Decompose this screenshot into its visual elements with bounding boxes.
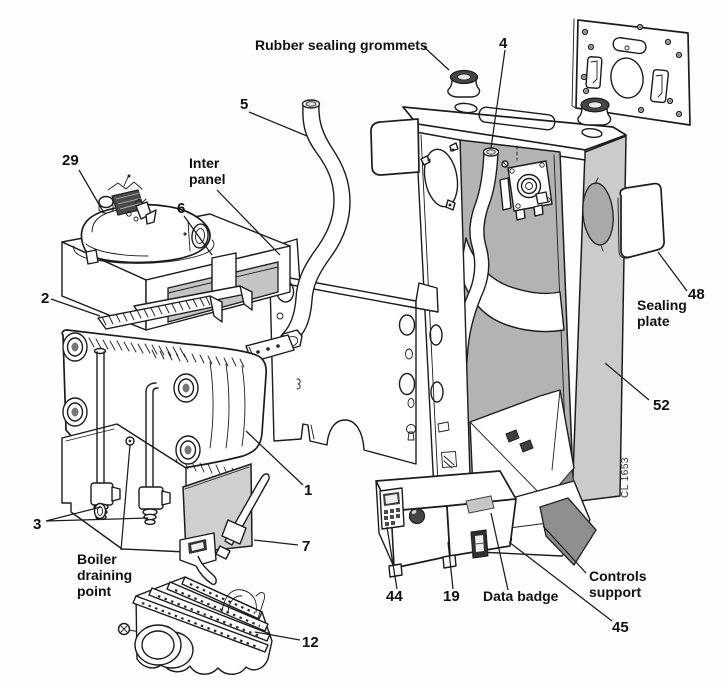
label-sealing-plate-line2: plate [637, 313, 670, 329]
igniter-rod [215, 473, 270, 560]
callout-48: 48 [688, 286, 705, 303]
drain-point-fitting [125, 436, 135, 446]
callout-7: 7 [302, 538, 310, 555]
rear-mounting-plate [571, 18, 691, 126]
plate-screw-holes [580, 23, 683, 118]
callout-5: 5 [240, 96, 248, 113]
callout-6: 6 [177, 200, 185, 217]
rubber-grommet-right [577, 97, 612, 126]
controls-box [375, 470, 517, 578]
callout-12: 12 [302, 634, 319, 651]
callout-44: 44 [386, 588, 403, 605]
control-display [379, 487, 405, 530]
drain-bracket [179, 532, 217, 586]
fan-motor [85, 174, 157, 265]
callout-1: 1 [304, 482, 312, 499]
callout-4: 4 [499, 35, 508, 52]
callout-3: 3 [33, 516, 41, 533]
rubber-grommet-left [447, 69, 481, 98]
label-inter-panel-line1: Inter [189, 155, 220, 171]
callout-19: 19 [443, 588, 460, 605]
butterfly-clips [420, 142, 459, 211]
labels: Rubber sealing grommets 4 5 29 Inter pan… [33, 35, 705, 651]
drain-pipes [90, 347, 171, 526]
callout-52: 52 [653, 397, 670, 414]
rocker-switch [470, 529, 489, 559]
label-sealing-plate-line1: Sealing [637, 297, 687, 313]
cover-strips [97, 285, 253, 330]
gas-valve [499, 145, 553, 221]
callout-2: 2 [41, 290, 49, 307]
label-controls-support-line2: support [589, 584, 641, 600]
label-boiler-drain-line2: draining [77, 567, 132, 583]
burner-end-caps [134, 589, 265, 669]
control-knob [408, 507, 426, 525]
drawing-reference-number: CL 1653 [620, 457, 631, 498]
burner-assembly [117, 576, 273, 675]
label-boiler-drain-line3: point [77, 583, 112, 599]
bottom-duct [539, 497, 597, 566]
outer-case [370, 102, 627, 566]
inter-panel [266, 238, 439, 465]
sealing-plate [617, 182, 665, 259]
label-data-badge: Data badge [483, 588, 559, 604]
case-left-tab [370, 118, 420, 176]
label-inter-panel-line2: panel [189, 171, 226, 187]
fan-assembly [73, 174, 215, 265]
callout-29: 29 [62, 152, 79, 169]
pipe-bosses [62, 332, 201, 465]
label-boiler-drain-line1: Boiler [77, 551, 117, 567]
label-controls-support-line1: Controls [589, 568, 647, 584]
label-rubber-grommets: Rubber sealing grommets [255, 37, 428, 53]
data-badge-plate [465, 495, 495, 514]
callout-45: 45 [612, 619, 629, 636]
leader-lines [45, 46, 688, 641]
